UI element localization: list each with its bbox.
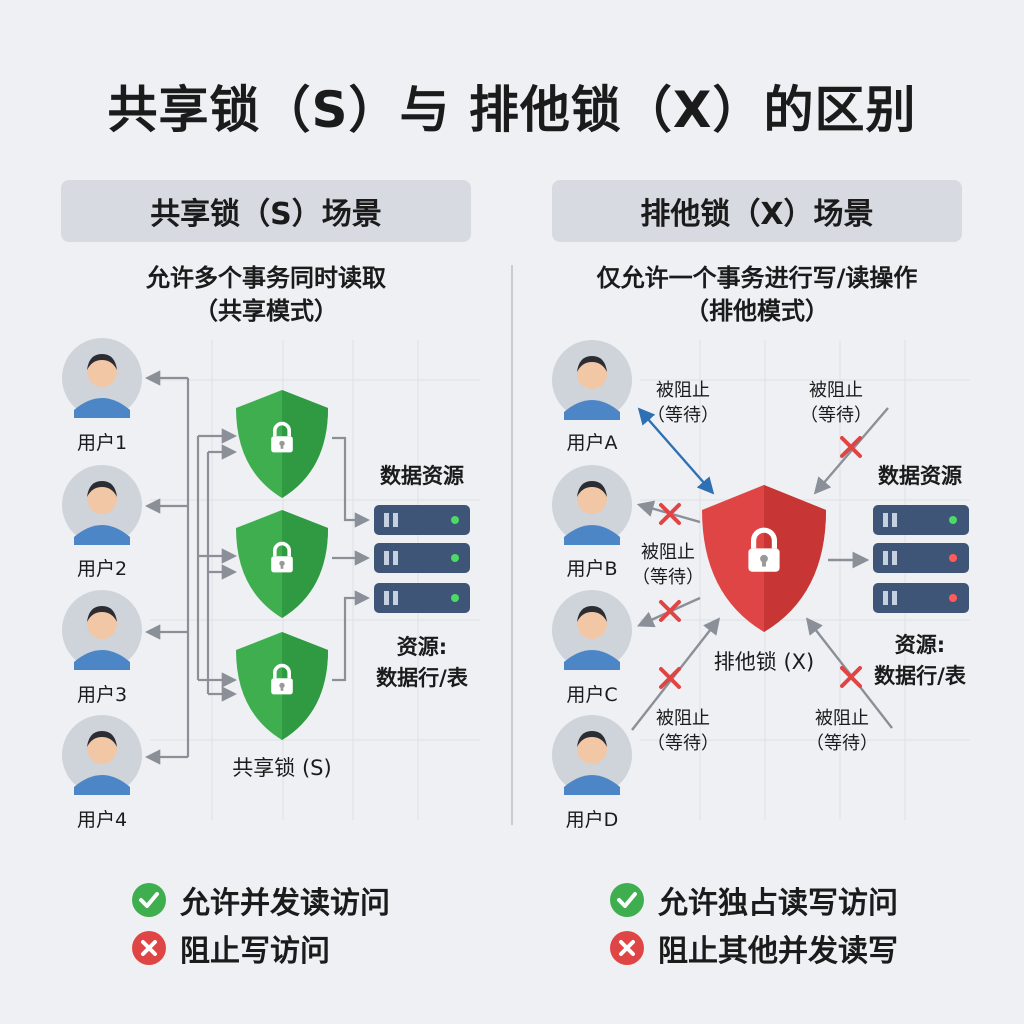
- shared-lock-label: 共享锁 (S): [232, 756, 332, 780]
- shared-lock-shields: [236, 390, 328, 740]
- right-resource-desc-line2: 数据行/表: [874, 664, 966, 688]
- userA-avatar: [552, 340, 632, 420]
- x-circle-icon: [610, 931, 644, 965]
- left-resource-desc-line1: 资源:: [396, 635, 448, 659]
- exclusive-lock-shield: [702, 485, 826, 632]
- userA-label: 用户A: [566, 432, 618, 454]
- left-resource-desc-line2: 数据行/表: [376, 666, 468, 690]
- shared-shield-1: [236, 390, 328, 498]
- exclusive-subtitle: 仅允许一个事务进行写/读操作 （排他模式）: [552, 262, 962, 328]
- blocked-text: 被阻止: [641, 542, 695, 563]
- left-resource-desc: 资源: 数据行/表: [362, 632, 482, 694]
- user2-avatar: [62, 465, 142, 545]
- right-resource-desc-line1: 资源:: [894, 633, 946, 657]
- userC-avatar: [552, 590, 632, 670]
- center-divider: [511, 265, 513, 825]
- shared-shield-2: [236, 510, 328, 618]
- blocked-x-marks: [659, 436, 862, 689]
- shared-lock-header: 共享锁（S）场景: [61, 180, 471, 242]
- left-connectors: [144, 370, 371, 765]
- blocked-label-top-left: 被阻止 （等待）: [633, 378, 733, 428]
- shared-subtitle: 允许多个事务同时读取 （共享模式）: [61, 262, 471, 328]
- waiting-text: （等待）: [800, 405, 872, 426]
- right-server-stack: [873, 505, 969, 613]
- right-bullet-deny-text: 阻止其他并发读写: [658, 934, 898, 969]
- shared-subtitle-line2: （共享模式）: [194, 297, 338, 325]
- page-title: 共享锁（S）与 排他锁（X）的区别: [107, 81, 917, 139]
- user4-label: 用户4: [76, 809, 128, 831]
- userB-label: 用户B: [566, 558, 618, 580]
- waiting-text: （等待）: [647, 733, 719, 754]
- shared-shield-3: [236, 632, 328, 740]
- waiting-text: （等待）: [806, 733, 878, 754]
- left-bullet-deny: 阻止写访问: [132, 926, 330, 970]
- exclusive-lock-header: 排他锁（X）场景: [552, 180, 962, 242]
- right-bullet-allow-text: 允许独占读写访问: [658, 886, 898, 921]
- check-circle-icon: [610, 883, 644, 917]
- left-bullet-allow-text: 允许并发读访问: [180, 886, 390, 921]
- blocked-label-mid-left: 被阻止 （等待）: [618, 540, 718, 590]
- right-resource-desc: 资源: 数据行/表: [860, 630, 980, 692]
- left-bullet-deny-text: 阻止写访问: [180, 934, 330, 969]
- right-bullet-deny: 阻止其他并发读写: [610, 926, 898, 970]
- right-resource-title: 数据资源: [878, 464, 962, 488]
- left-resource-title: 数据资源: [380, 464, 464, 488]
- user4-avatar: [62, 715, 142, 795]
- exclusive-subtitle-line2: （排他模式）: [685, 297, 829, 325]
- waiting-text: （等待）: [632, 567, 704, 588]
- blocked-text: 被阻止: [656, 380, 710, 401]
- check-circle-icon: [132, 883, 166, 917]
- user1-label: 用户1: [76, 432, 128, 454]
- blocked-label-top-right: 被阻止 （等待）: [786, 378, 886, 428]
- user2-label: 用户2: [76, 558, 128, 580]
- blocked-text: 被阻止: [656, 708, 710, 729]
- blocked-label-bottom-left: 被阻止 （等待）: [633, 706, 733, 756]
- user3-label: 用户3: [76, 684, 128, 706]
- left-bullet-allow: 允许并发读访问: [132, 878, 390, 922]
- exclusive-lock-label: 排他锁 (X): [713, 650, 815, 674]
- userB-avatar: [552, 465, 632, 545]
- left-server-stack: [374, 505, 470, 613]
- userC-label: 用户C: [566, 684, 618, 706]
- x-circle-icon: [132, 931, 166, 965]
- userD-label: 用户D: [565, 809, 619, 831]
- userD-avatar: [552, 715, 632, 795]
- user1-avatar: [62, 338, 142, 418]
- exclusive-subtitle-line1: 仅允许一个事务进行写/读操作: [596, 264, 918, 292]
- blocked-text: 被阻止: [815, 708, 869, 729]
- blocked-label-bottom-right: 被阻止 （等待）: [792, 706, 892, 756]
- blocked-text: 被阻止: [809, 380, 863, 401]
- user3-avatar: [62, 590, 142, 670]
- shared-subtitle-line1: 允许多个事务同时读取: [146, 264, 386, 292]
- waiting-text: （等待）: [647, 405, 719, 426]
- right-bullet-allow: 允许独占读写访问: [610, 878, 898, 922]
